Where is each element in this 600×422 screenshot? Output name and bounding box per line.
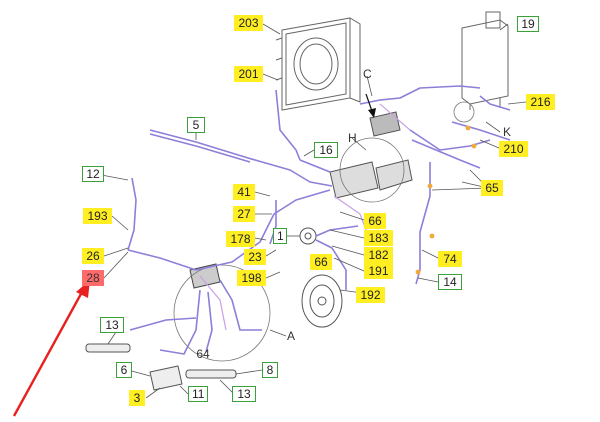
label-182: 182 bbox=[364, 247, 393, 263]
label-193: 193 bbox=[83, 208, 112, 224]
label-11: 11 bbox=[188, 386, 208, 402]
valve-block bbox=[329, 111, 413, 199]
oil-tank bbox=[461, 11, 509, 110]
label-198: 198 bbox=[237, 270, 266, 286]
label-178: 178 bbox=[226, 231, 255, 247]
view-arrow-c bbox=[365, 93, 376, 118]
label-detail-h: H bbox=[348, 131, 357, 145]
label-27: 27 bbox=[233, 206, 255, 222]
pump bbox=[299, 227, 317, 245]
label-210: 210 bbox=[499, 141, 528, 157]
label-3: 3 bbox=[129, 390, 145, 406]
label-23: 23 bbox=[244, 249, 266, 265]
label-28-highlighted: 28 bbox=[82, 270, 104, 286]
label-19: 19 bbox=[517, 16, 539, 32]
label-13-lower: 13 bbox=[232, 386, 256, 402]
brake-disc bbox=[301, 274, 343, 328]
label-192: 192 bbox=[356, 287, 385, 303]
detail-circles bbox=[173, 101, 475, 362]
red-pointer-arrow bbox=[12, 280, 90, 417]
label-view-c: C bbox=[363, 67, 372, 81]
label-66-lower: 66 bbox=[310, 254, 332, 270]
label-74: 74 bbox=[438, 251, 462, 267]
label-detail-k: K bbox=[503, 125, 512, 139]
label-66-upper: 66 bbox=[364, 213, 386, 229]
label-191: 191 bbox=[364, 263, 393, 279]
label-6: 6 bbox=[116, 362, 132, 378]
label-183: 183 bbox=[364, 230, 393, 246]
label-16: 16 bbox=[314, 142, 338, 158]
label-14: 14 bbox=[438, 274, 462, 290]
radiator bbox=[275, 17, 361, 111]
label-201: 201 bbox=[234, 66, 263, 82]
label-1: 1 bbox=[273, 228, 287, 244]
label-65: 65 bbox=[481, 180, 503, 196]
fittings bbox=[415, 125, 477, 275]
label-216: 216 bbox=[526, 94, 555, 110]
hydraulic-hoses bbox=[127, 85, 511, 355]
label-64: 64 bbox=[196, 347, 210, 361]
label-5: 5 bbox=[187, 117, 205, 133]
label-8: 8 bbox=[262, 362, 278, 378]
label-41: 41 bbox=[233, 184, 255, 200]
label-detail-a: A bbox=[287, 329, 296, 343]
label-12: 12 bbox=[82, 166, 104, 182]
label-26: 26 bbox=[82, 248, 104, 264]
label-13-upper: 13 bbox=[100, 317, 124, 333]
label-203: 203 bbox=[234, 15, 263, 31]
